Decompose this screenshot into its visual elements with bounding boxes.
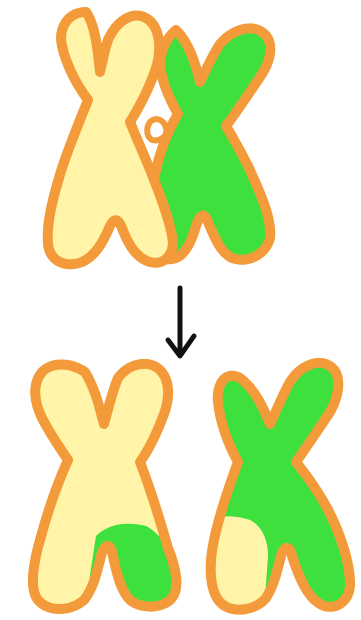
arrow-down-icon (168, 288, 194, 356)
chromosome-b-recombinant (190, 363, 350, 620)
chromosome-a-top (48, 12, 173, 264)
chromosome-a-recombinant (33, 364, 190, 620)
centromere-gap (147, 119, 166, 140)
